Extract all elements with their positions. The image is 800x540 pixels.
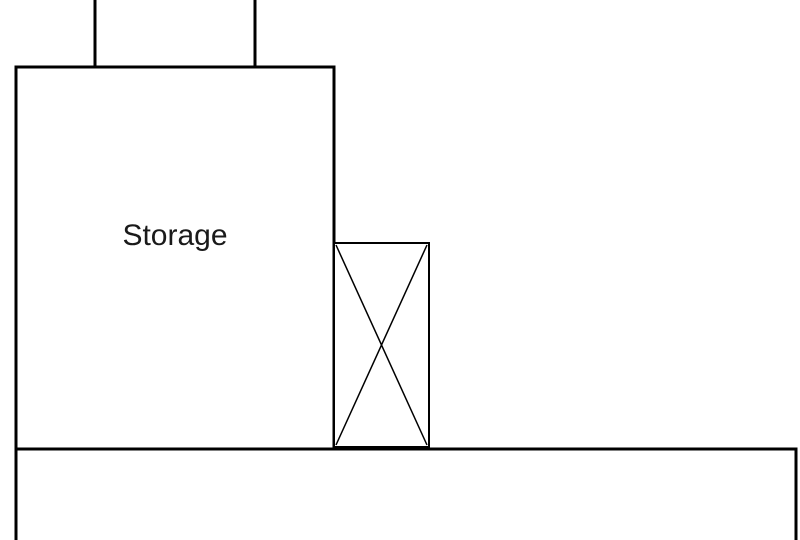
upper-room-outline (93, 0, 257, 67)
lower-room-outline (14, 447, 798, 540)
storage-room (14, 65, 336, 451)
shaft-fixture (333, 242, 430, 448)
shaft-cross-line-2 (335, 244, 428, 446)
storage-room-label: Storage (122, 219, 227, 252)
